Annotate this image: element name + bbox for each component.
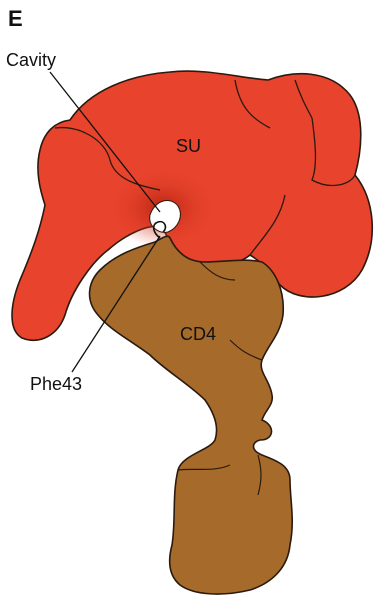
cd4-label: CD4: [180, 324, 216, 344]
su-label: SU: [176, 136, 201, 156]
panel-label: E: [8, 6, 23, 31]
cd4-receptor-shape: [90, 236, 293, 594]
phe43-label: Phe43: [30, 374, 82, 394]
cavity-label: Cavity: [6, 50, 56, 70]
